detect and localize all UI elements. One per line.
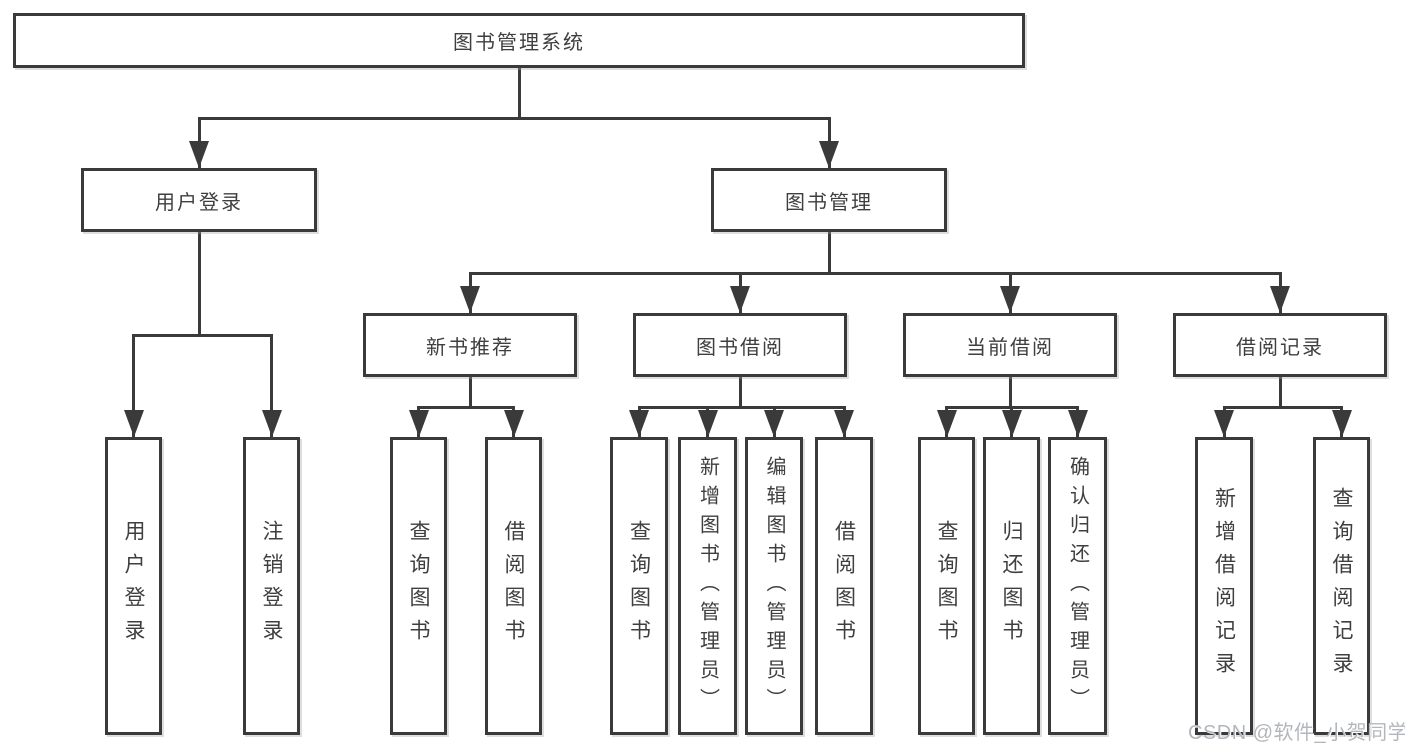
connector-line: [197, 232, 201, 335]
connector-line: [1008, 377, 1012, 407]
connector-line: [945, 405, 1079, 409]
arrowhead-down-icon: [936, 410, 957, 437]
connector-line: [637, 405, 846, 409]
leaf-borrow-add-book-admin: 新增图书（管理员）: [678, 437, 737, 735]
leaf-current-return-book: 归还图书: [983, 437, 1040, 735]
leaf-records-add-record-label: 新增借阅记录: [1212, 487, 1236, 685]
leaf-logout: 注销登录: [243, 437, 300, 735]
node-current-borrow-label: 当前借阅: [966, 336, 1054, 359]
arrowhead-down-icon: [189, 141, 209, 168]
connector-line: [468, 271, 1282, 275]
leaf-user-login-label: 用户登录: [122, 520, 145, 652]
leaf-current-query-book-label: 查询图书: [935, 520, 958, 652]
node-book-borrow-label: 图书借阅: [696, 336, 784, 359]
leaf-records-query-record-label: 查询借阅记录: [1330, 487, 1353, 685]
node-book-borrow: 图书借阅: [633, 313, 847, 377]
arrowhead-down-icon: [819, 141, 839, 168]
csdn-watermark: CSDN @软件_小贺同学: [1188, 722, 1405, 744]
leaf-records-add-record: 新增借阅记录: [1195, 437, 1253, 735]
node-borrow-records-label: 借阅记录: [1236, 336, 1324, 359]
connector-line: [1278, 377, 1282, 407]
arrowhead-down-icon: [1001, 410, 1022, 437]
leaf-borrow-query-book-label: 查询图书: [627, 520, 651, 652]
leaf-borrow-edit-book-admin: 编辑图书（管理员）: [745, 437, 803, 735]
arrowhead-down-icon: [408, 410, 429, 437]
arrowhead-down-icon: [1000, 286, 1020, 313]
arrowhead-down-icon: [1067, 410, 1088, 437]
node-user-login: 用户登录: [81, 168, 317, 232]
arrowhead-down-icon: [697, 410, 718, 437]
node-current-borrow: 当前借阅: [903, 313, 1117, 377]
leaf-recommend-borrow-book-label: 借阅图书: [502, 520, 525, 652]
leaf-current-confirm-return-admin-label: 确认归还（管理员）: [1066, 455, 1089, 717]
leaf-logout-label: 注销登录: [260, 520, 283, 652]
leaf-recommend-query-book-label: 查询图书: [407, 520, 430, 652]
leaf-borrow-query-book: 查询图书: [610, 437, 668, 735]
arrowhead-down-icon: [764, 410, 784, 437]
arrowhead-down-icon: [460, 286, 480, 313]
leaf-recommend-query-book: 查询图书: [390, 437, 447, 735]
arrowhead-down-icon: [629, 410, 649, 437]
node-book-management-label: 图书管理: [785, 191, 873, 214]
leaf-borrow-add-book-admin-label: 新增图书（管理员）: [696, 455, 719, 717]
leaf-borrow-borrow-book-label: 借阅图书: [832, 520, 856, 652]
leaf-borrow-borrow-book: 借阅图书: [815, 437, 873, 735]
arrowhead-down-icon: [503, 410, 524, 437]
leaf-user-login: 用户登录: [105, 437, 162, 735]
arrowhead-down-icon: [261, 410, 282, 437]
connector-line: [417, 405, 515, 409]
leaf-current-confirm-return-admin: 确认归还（管理员）: [1048, 437, 1107, 735]
connector-line: [132, 335, 135, 437]
node-user-login-label: 用户登录: [155, 191, 243, 214]
arrowhead-down-icon: [123, 410, 144, 437]
node-new-book-recommend: 新书推荐: [363, 313, 577, 377]
leaf-current-return-book-label: 归还图书: [1000, 520, 1023, 652]
arrowhead-down-icon: [1214, 410, 1234, 437]
connector-line: [1222, 405, 1343, 409]
connector-line: [738, 377, 742, 407]
leaf-current-query-book: 查询图书: [918, 437, 975, 735]
arrowhead-down-icon: [1270, 286, 1290, 313]
leaf-borrow-edit-book-admin-label: 编辑图书（管理员）: [763, 455, 785, 717]
arrowhead-down-icon: [1331, 410, 1352, 437]
connector-line: [132, 333, 273, 337]
leaf-records-query-record: 查询借阅记录: [1313, 437, 1370, 735]
leaf-recommend-borrow-book: 借阅图书: [485, 437, 542, 735]
connector-line: [517, 68, 521, 118]
connector-line: [270, 335, 273, 437]
arrowhead-down-icon: [834, 410, 854, 437]
node-new-book-recommend-label: 新书推荐: [426, 336, 514, 359]
connector-line: [827, 232, 831, 273]
node-library-system: 图书管理系统: [13, 13, 1025, 68]
node-library-system-label: 图书管理系统: [453, 32, 585, 54]
arrowhead-down-icon: [730, 286, 750, 313]
node-book-management: 图书管理: [711, 168, 947, 232]
connector-line: [197, 116, 831, 120]
connector-line: [468, 377, 472, 407]
node-borrow-records: 借阅记录: [1173, 313, 1387, 377]
